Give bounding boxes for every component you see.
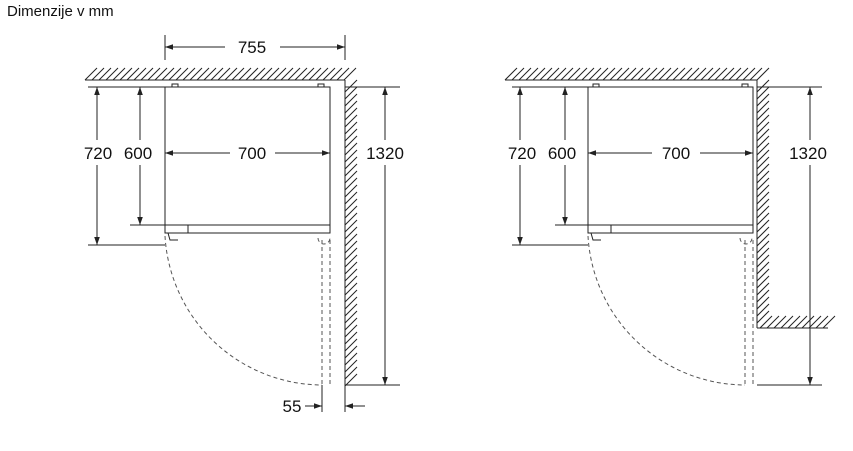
label-700: 700 bbox=[662, 144, 690, 163]
dim-inner-width: 700 bbox=[165, 144, 330, 163]
top-wall-hatching bbox=[504, 67, 770, 81]
dim-depth-body: 600 bbox=[548, 87, 588, 226]
dim-side-gap: 55 bbox=[283, 385, 365, 416]
door-swing-arc bbox=[164, 235, 331, 386]
diagram-left: 755 700 720 600 1320 bbox=[84, 35, 404, 416]
right-wall-hatching bbox=[344, 79, 358, 388]
dim-depth-body: 600 bbox=[124, 87, 165, 226]
top-wall-hatching bbox=[84, 67, 357, 81]
dim-inner-width: 700 bbox=[588, 144, 753, 163]
label-600: 600 bbox=[124, 144, 152, 163]
dim-depth-total: 720 bbox=[84, 86, 165, 246]
door-panel bbox=[164, 224, 331, 234]
label-1320: 1320 bbox=[789, 144, 827, 163]
door-swing-arc bbox=[587, 235, 754, 386]
dim-depth-open: 1320 bbox=[345, 86, 404, 386]
dim-width-total: 755 bbox=[164, 35, 346, 60]
right-wall-hatching bbox=[756, 79, 836, 329]
label-700: 700 bbox=[238, 144, 266, 163]
label-1320: 1320 bbox=[366, 144, 404, 163]
label-720: 720 bbox=[84, 144, 112, 163]
door-panel bbox=[587, 224, 754, 234]
dim-depth-open: 1320 bbox=[757, 86, 827, 386]
label-55: 55 bbox=[283, 397, 302, 416]
label-755: 755 bbox=[238, 38, 266, 57]
dim-depth-total: 720 bbox=[508, 86, 588, 246]
page-title: Dimenzije v mm bbox=[7, 3, 114, 20]
label-600: 600 bbox=[548, 144, 576, 163]
label-720: 720 bbox=[508, 144, 536, 163]
diagram-right: 700 720 600 1320 bbox=[504, 67, 836, 386]
